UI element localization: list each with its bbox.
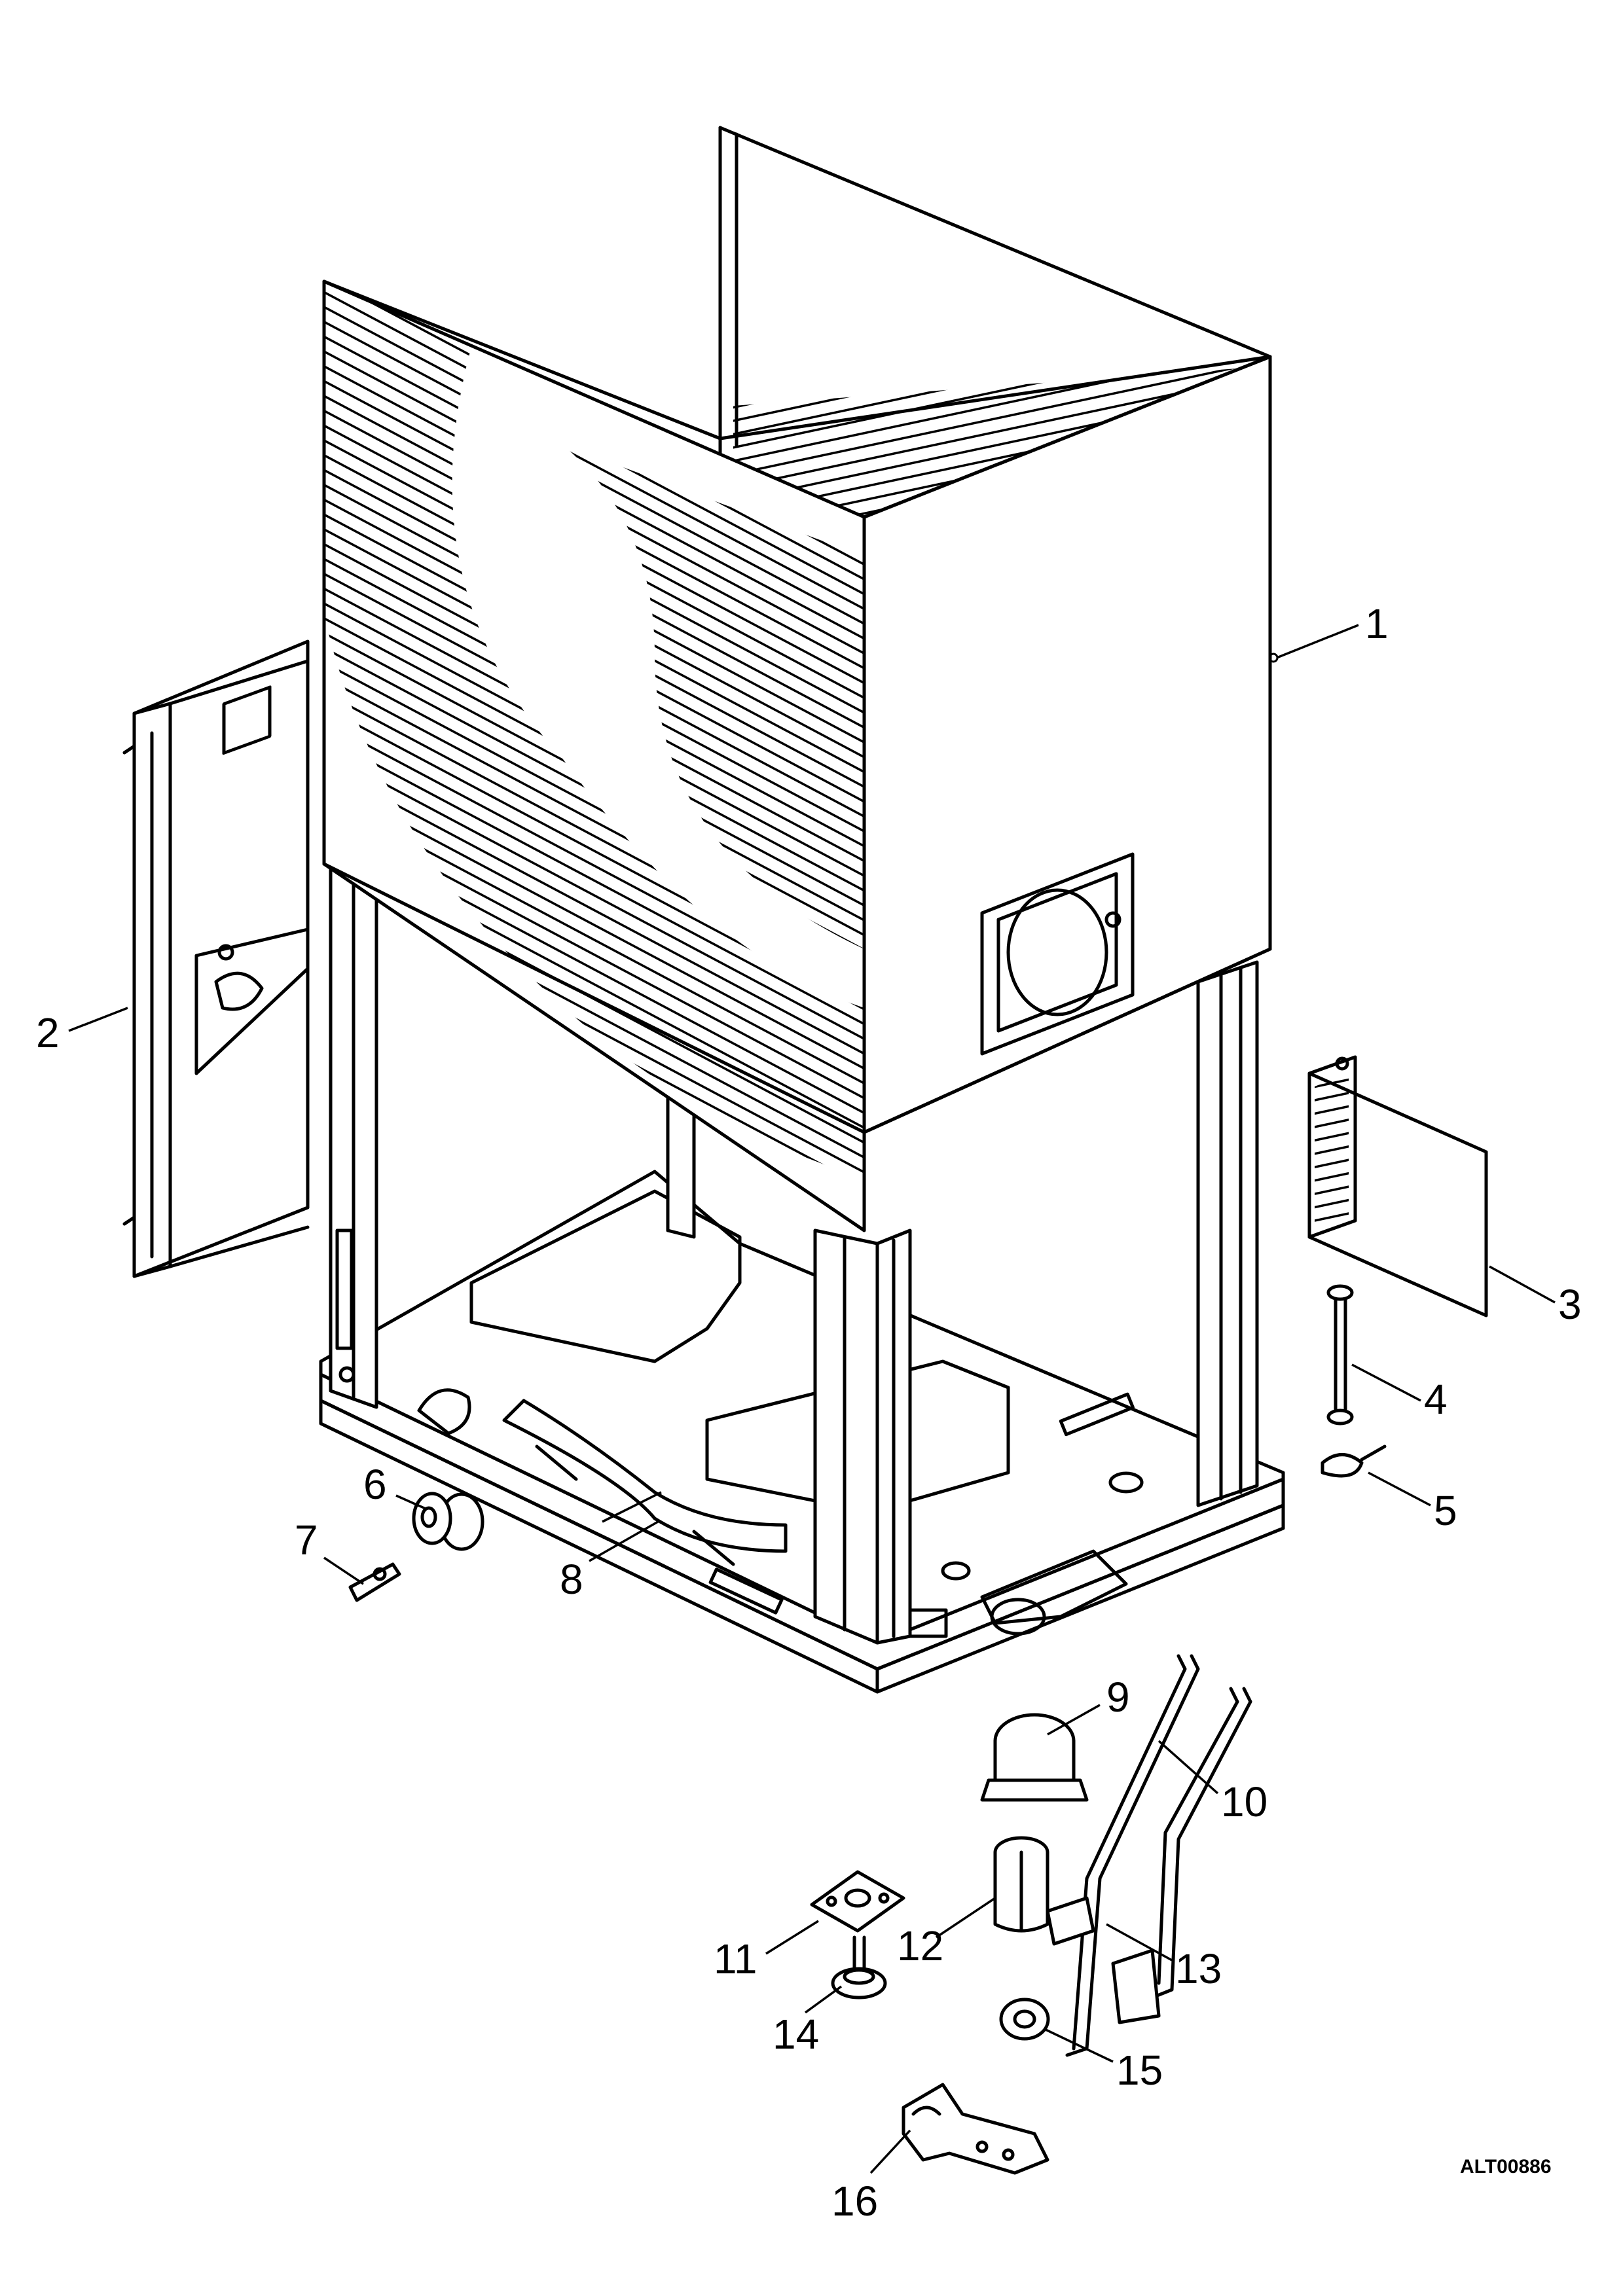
part-15-knob xyxy=(999,1998,1050,2041)
part-13-rod xyxy=(1065,1654,1200,2057)
callout-12: 12 xyxy=(897,1922,943,1969)
callout-2: 2 xyxy=(36,1009,60,1056)
leader-lines xyxy=(68,624,1556,2174)
callout-labels: 1 2 3 4 5 6 7 8 9 10 11 12 13 14 15 16 xyxy=(36,600,1582,2225)
callout-13: 13 xyxy=(1175,1945,1222,1992)
callout-1: 1 xyxy=(1365,600,1389,647)
callout-5: 5 xyxy=(1434,1487,1457,1534)
callout-4: 4 xyxy=(1424,1376,1448,1423)
callout-10: 10 xyxy=(1221,1778,1267,1825)
part-7-latch xyxy=(348,1562,401,1602)
part-2-side-panel xyxy=(122,639,310,1278)
part-11-mounting-plate xyxy=(810,1870,905,1933)
part-1-cabinet xyxy=(322,126,1279,1232)
part-6-bushing xyxy=(412,1492,484,1551)
callout-15: 15 xyxy=(1116,2047,1163,2094)
callout-14: 14 xyxy=(773,2011,819,2058)
callout-9: 9 xyxy=(1106,1674,1130,1721)
part-9-fitting xyxy=(980,1713,1089,1802)
part-5-clip xyxy=(1321,1444,1387,1478)
part-4-rod xyxy=(1326,1284,1354,1426)
callout-16: 16 xyxy=(831,2178,878,2225)
part-10-bracket xyxy=(1111,1687,1252,2024)
drawing-code: ALT00886 xyxy=(1460,2156,1552,2178)
part-8-base-frame xyxy=(319,1170,1285,1694)
part-12-valve-body xyxy=(993,1836,1095,1946)
part-3-cover-plate xyxy=(1307,1055,1488,1318)
part-16-bracket-plate xyxy=(902,2083,1049,2175)
callout-6: 6 xyxy=(363,1461,387,1508)
part-14-foot xyxy=(831,1935,887,2000)
callout-11: 11 xyxy=(714,1935,757,1982)
callout-8: 8 xyxy=(560,1556,583,1603)
callout-7: 7 xyxy=(295,1516,318,1564)
callout-3: 3 xyxy=(1558,1281,1582,1328)
